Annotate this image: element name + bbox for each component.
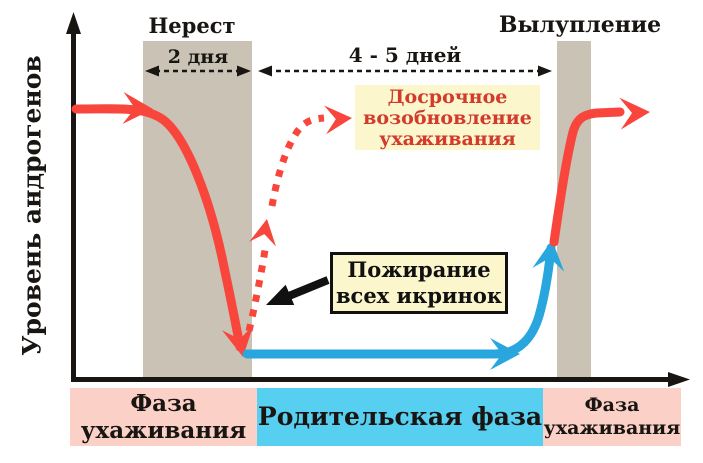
phase-label-line: ухаживания <box>543 417 681 439</box>
phase-parental: Родительская фаза <box>257 388 543 446</box>
phase-courtship-right: Фаза ухаживания <box>543 388 681 446</box>
hatching-label: Вылупление <box>498 12 662 38</box>
early-resumption-callout: Досрочное возобновление ухаживания <box>355 85 540 150</box>
red-arrowhead-icon <box>249 219 276 247</box>
arrowhead-left-icon <box>258 65 272 77</box>
y-axis-arrowhead-icon <box>66 12 81 34</box>
egg-eating-callout: Пожирание всех икринок <box>330 252 508 314</box>
red-arrowhead-icon <box>122 91 153 124</box>
incubation-duration-label: 4 - 5 дней <box>348 43 462 67</box>
red-arrowhead-icon <box>619 97 650 130</box>
dotted-early-resumption-curve-upper <box>268 114 325 207</box>
egg-eating-pointer-arrow <box>282 276 330 302</box>
spawning-duration-label: 2 дня <box>167 46 229 68</box>
y-axis-label: Уровень андрогенов <box>17 55 47 356</box>
red-arrowhead-icon <box>324 105 352 135</box>
red-arrowhead-icon <box>222 324 254 357</box>
blue-arrowhead-icon <box>532 240 565 272</box>
arrowhead-right-icon <box>538 65 552 77</box>
arrowhead-left-icon <box>145 65 159 77</box>
spawning-label: Нерест <box>148 13 236 38</box>
phase-courtship-left: Фаза ухаживания <box>70 388 257 446</box>
x-axis-arrowhead-icon <box>668 372 690 387</box>
phase-label-line: Фаза <box>584 394 640 416</box>
phase-label: Родительская фаза <box>257 402 543 431</box>
black-arrowhead-icon <box>266 284 295 305</box>
callout-line: всех икринок <box>335 283 503 308</box>
callout-line: Досрочное <box>387 86 508 108</box>
callout-line: Пожирание <box>347 257 491 282</box>
callout-line: ухаживания <box>379 128 516 150</box>
red-androgen-curve-rising <box>549 107 625 247</box>
blue-arrowhead-icon <box>490 338 520 370</box>
phase-label-line: ухаживания <box>80 417 247 444</box>
red-androgen-curve-descending <box>71 104 245 352</box>
arrowhead-right-icon <box>237 65 251 77</box>
dotted-early-resumption-curve-lower <box>245 249 269 332</box>
phase-label-line: Фаза <box>130 390 197 417</box>
callout-line: возобновление <box>363 107 532 129</box>
